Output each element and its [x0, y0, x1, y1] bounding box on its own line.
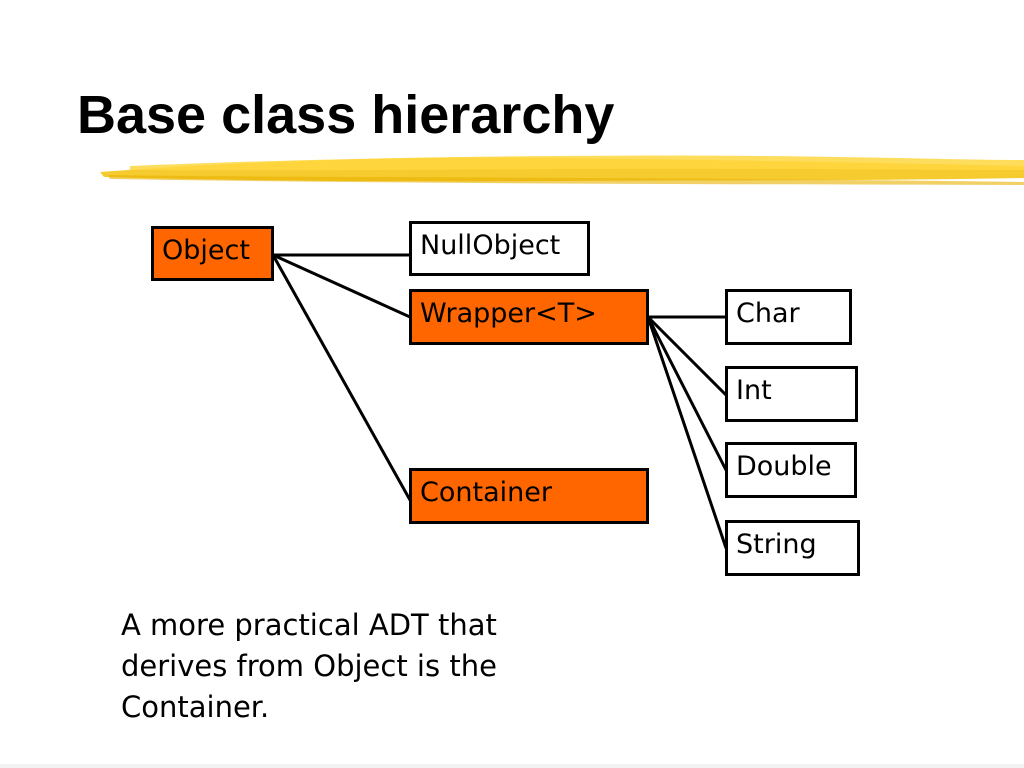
node-char: Char	[725, 289, 852, 345]
edge-wrapper-string	[646, 315, 728, 550]
node-string-label: String	[736, 529, 817, 560]
node-wrapper-label: Wrapper<T>	[420, 298, 597, 329]
caption-text: A more practical ADT that derives from O…	[121, 608, 497, 724]
node-object-label: Object	[162, 235, 250, 266]
edge-object-container	[271, 253, 412, 502]
edge-wrapper-double	[646, 315, 728, 472]
footer-divider	[0, 764, 1024, 768]
node-object: Object	[151, 226, 274, 281]
node-string: String	[725, 520, 860, 576]
node-nullobject: NullObject	[409, 221, 590, 276]
edge-object-wrapper	[271, 253, 412, 319]
edge-wrapper-int	[646, 315, 728, 397]
node-container-label: Container	[420, 477, 552, 508]
node-char-label: Char	[736, 298, 800, 329]
node-double: Double	[725, 442, 857, 498]
slide-title: Base class hierarchy	[77, 85, 615, 145]
node-nullobject-label: NullObject	[420, 230, 561, 261]
node-wrapper: Wrapper<T>	[409, 289, 649, 345]
node-double-label: Double	[736, 451, 832, 482]
node-int: Int	[725, 366, 858, 422]
node-container: Container	[409, 468, 649, 524]
title-underline-brushstroke	[100, 155, 1024, 185]
node-int-label: Int	[736, 375, 772, 406]
